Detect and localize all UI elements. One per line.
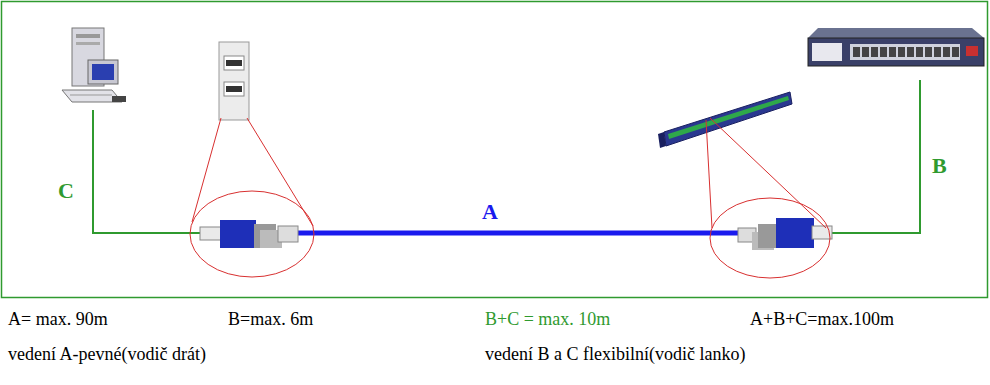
length-note: A= max. 90m (8, 309, 108, 330)
cable-type-note: vedení A-pevné(vodič drát) (8, 344, 206, 365)
cable-label: B (932, 153, 947, 178)
patch-panel-icon (658, 92, 792, 148)
fixed-cable-a (298, 231, 738, 236)
switch-icon (808, 28, 984, 66)
cable-label: A (482, 199, 498, 224)
cable-label: C (58, 178, 74, 203)
length-note: A+B+C=max.100m (750, 309, 894, 330)
cable-type-note: vedení B a C flexibilní(vodič lanko) (485, 344, 745, 365)
connector-left (200, 220, 298, 248)
wall-outlet-icon (219, 42, 249, 120)
patch-cable-b (832, 80, 920, 233)
computer-icon (62, 28, 126, 102)
length-note: B+C = max. 10m (485, 309, 610, 330)
length-note: B=max. 6m (228, 309, 313, 330)
patch-cable-c (93, 110, 200, 233)
connector-right (738, 218, 832, 250)
frame (2, 2, 988, 298)
callout-ellipse (190, 118, 830, 278)
